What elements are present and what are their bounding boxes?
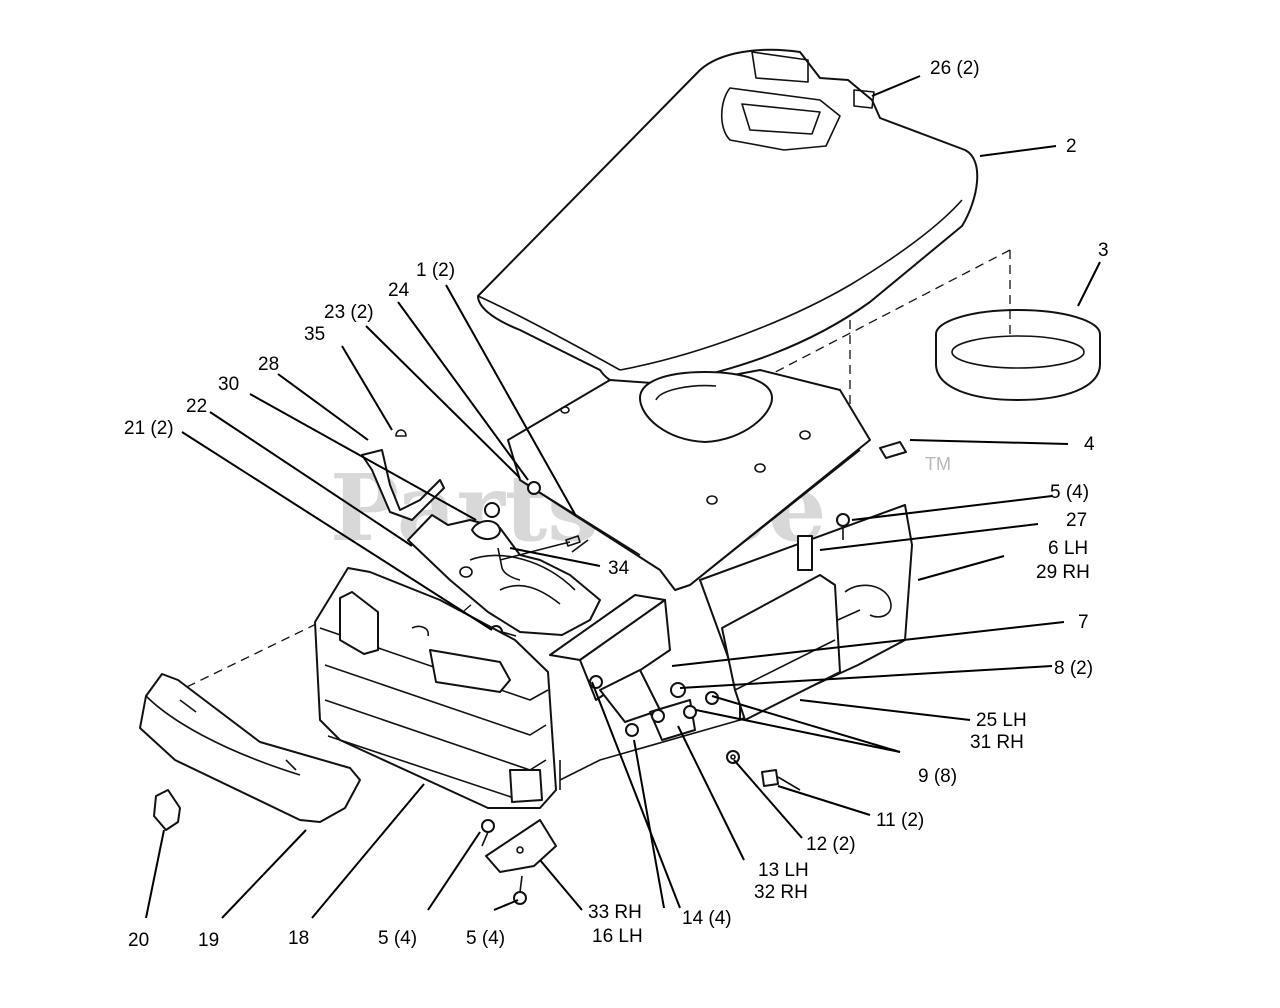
callout-20: 20	[128, 930, 149, 951]
callout-33-rh: 33 RH	[588, 902, 642, 923]
callout-5-bottom-left: 5 (4)	[378, 928, 417, 949]
callout-1: 1 (2)	[416, 260, 455, 281]
emblem-part	[153, 789, 181, 831]
callout-9: 9 (8)	[918, 766, 957, 787]
wire-harness-part	[499, 535, 581, 561]
callout-35: 35	[304, 324, 325, 345]
callout-32-rh: 32 RH	[754, 882, 808, 903]
callout-12: 12 (2)	[806, 834, 856, 855]
callout-3: 3	[1098, 240, 1109, 261]
callout-22: 22	[186, 396, 207, 417]
callout-24: 24	[388, 280, 410, 301]
callout-6-lh: 6 LH	[1048, 538, 1088, 559]
dash-panel-part	[507, 369, 871, 591]
callout-2: 2	[1066, 136, 1077, 157]
callout-30: 30	[218, 374, 239, 395]
nose-cover-part	[139, 673, 361, 823]
callout-21: 21 (2)	[124, 418, 174, 439]
callout-7: 7	[1078, 612, 1089, 633]
callout-11: 11 (2)	[876, 810, 924, 831]
bottom-plate-part	[485, 819, 557, 873]
callout-19: 19	[198, 930, 219, 951]
callout-28: 28	[258, 354, 279, 375]
callout-34: 34	[608, 558, 630, 579]
callout-4: 4	[1084, 434, 1095, 455]
callout-31-rh: 31 RH	[970, 732, 1024, 753]
callout-27: 27	[1066, 510, 1087, 531]
callout-5-top: 5 (4)	[1050, 482, 1089, 503]
ring-part	[935, 309, 1101, 401]
hood-part	[477, 48, 979, 389]
callout-18: 18	[288, 928, 309, 949]
callout-labels: 26 (2) 2 3 1 (2) 24 23 (2) 35 28 30 22 2…	[124, 58, 1109, 951]
callout-29-rh: 29 RH	[1036, 562, 1090, 583]
callout-14: 14 (4)	[682, 908, 732, 929]
watermark-trademark: TM	[925, 454, 951, 474]
callout-13-lh: 13 LH	[758, 860, 809, 881]
grille-part	[314, 567, 557, 809]
headlight-bracket-part	[407, 514, 601, 636]
leader-lines	[145, 75, 1101, 919]
callout-26: 26 (2)	[930, 58, 980, 79]
callout-25-lh: 25 LH	[976, 710, 1027, 731]
callout-5-bottom-right: 5 (4)	[466, 928, 505, 949]
callout-23: 23 (2)	[324, 302, 374, 323]
callout-16-lh: 16 LH	[592, 926, 643, 947]
callout-8: 8 (2)	[1054, 658, 1093, 679]
